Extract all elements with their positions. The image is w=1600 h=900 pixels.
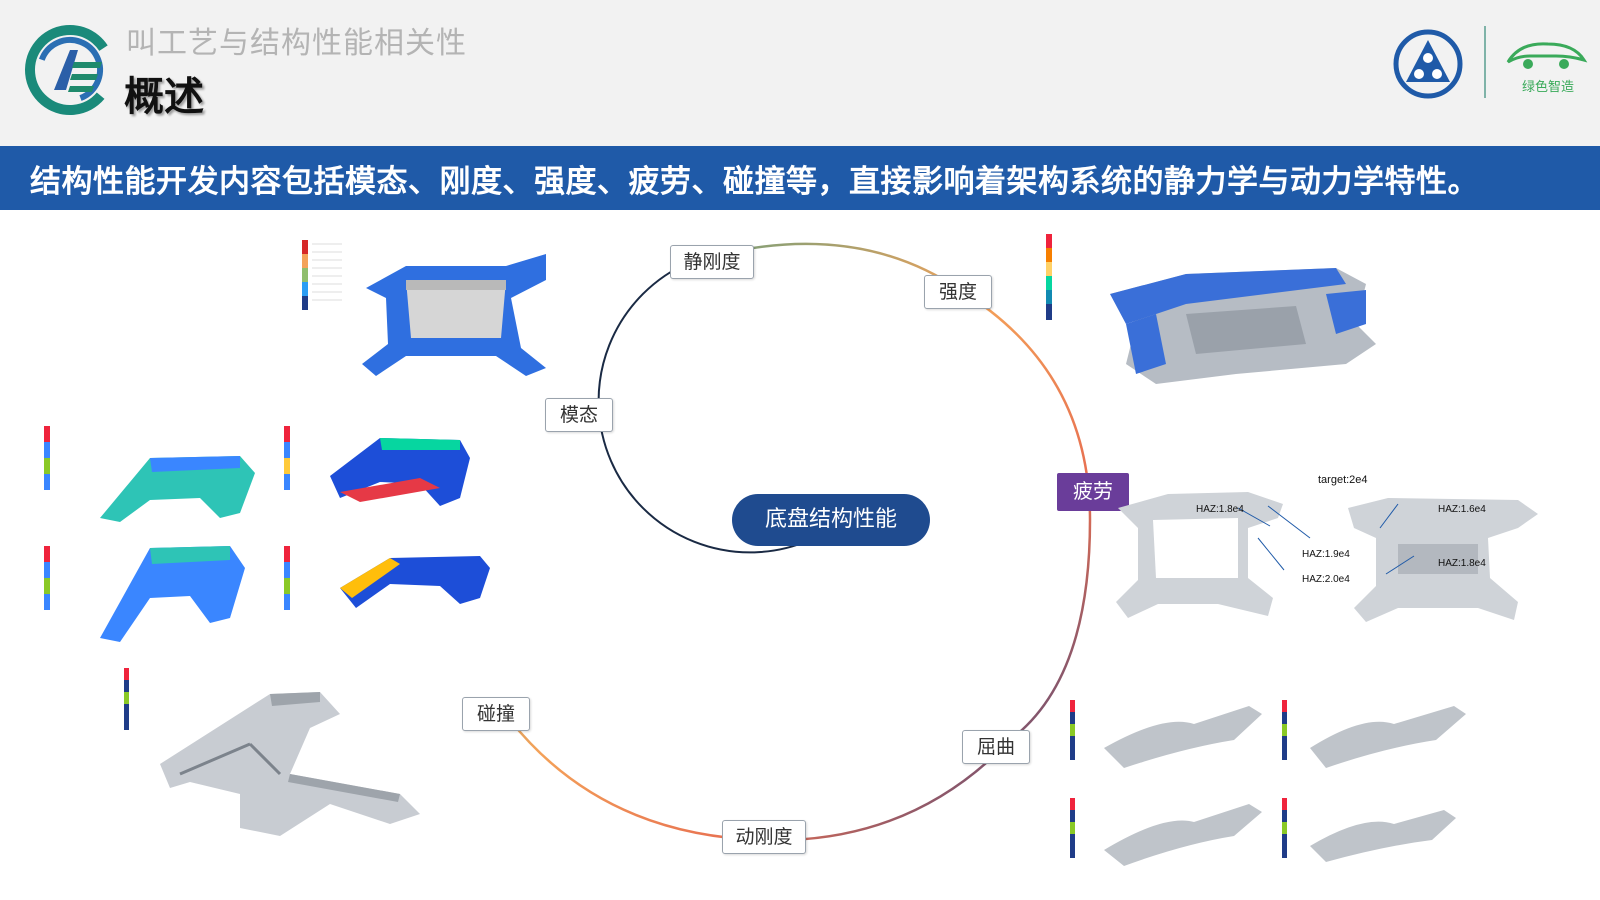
company-logo-icon bbox=[25, 25, 115, 115]
section-subtitle: 叫工艺与结构性能相关性 bbox=[126, 26, 467, 61]
mode-1 bbox=[44, 426, 255, 522]
legend-bar bbox=[302, 240, 308, 310]
page-title: 概述 bbox=[124, 74, 204, 120]
haz-label-2: HAZ:1.9e4 bbox=[1302, 549, 1350, 560]
node-dynamic-stiffness[interactable]: 动刚度 bbox=[722, 820, 806, 854]
legend-bar bbox=[124, 668, 129, 730]
buckling-figure bbox=[1064, 684, 1484, 884]
node-buckling[interactable]: 屈曲 bbox=[962, 730, 1030, 764]
node-static-stiffness[interactable]: 静刚度 bbox=[670, 245, 754, 279]
mode-3 bbox=[44, 546, 245, 642]
green-car-logo-icon bbox=[1506, 42, 1588, 69]
static-stiffness-figure bbox=[296, 218, 616, 408]
node-crash[interactable]: 碰撞 bbox=[462, 697, 530, 731]
buckling-tile-3 bbox=[1070, 798, 1262, 866]
summary-banner-text: 结构性能开发内容包括模态、刚度、强度、疲劳、碰撞等，直接影响着架构系统的静力学与… bbox=[30, 164, 1479, 200]
node-fatigue[interactable]: 疲劳 bbox=[1057, 473, 1129, 511]
mode-2 bbox=[284, 426, 470, 506]
mode-4 bbox=[284, 546, 490, 610]
haz-label-1: HAZ:1.8e4 bbox=[1196, 504, 1244, 515]
inner-arc bbox=[597, 261, 811, 554]
outer-arc bbox=[509, 242, 1092, 842]
buckling-tile-2 bbox=[1282, 700, 1466, 768]
fatigue-figure bbox=[1098, 478, 1568, 638]
node-modal[interactable]: 模态 bbox=[545, 398, 613, 432]
haz-label-4: HAZ:1.6e4 bbox=[1438, 504, 1486, 515]
partner-logo-icon bbox=[1393, 29, 1463, 99]
center-node-chassis-performance[interactable]: 底盘结构性能 bbox=[732, 494, 930, 546]
summary-banner: 结构性能开发内容包括模态、刚度、强度、疲劳、碰撞等，直接影响着架构系统的静力学与… bbox=[0, 146, 1600, 210]
modal-shapes-figure bbox=[40, 418, 516, 658]
node-strength[interactable]: 强度 bbox=[924, 275, 992, 309]
header-bar: 叫工艺与结构性能相关性 概述 绿色智造 bbox=[0, 0, 1600, 146]
buckling-tile-1 bbox=[1070, 700, 1262, 768]
legend-bar bbox=[1046, 234, 1052, 320]
green-logo-text: 绿色智造 bbox=[1521, 80, 1574, 95]
fatigue-target-label: target:2e4 bbox=[1318, 474, 1368, 486]
haz-label-3: HAZ:2.0e4 bbox=[1302, 574, 1350, 585]
haz-label-5: HAZ:1.8e4 bbox=[1438, 558, 1486, 569]
header-divider bbox=[1484, 26, 1486, 98]
crash-figure bbox=[120, 664, 450, 864]
buckling-tile-4 bbox=[1282, 798, 1456, 862]
strength-figure bbox=[1036, 214, 1416, 414]
